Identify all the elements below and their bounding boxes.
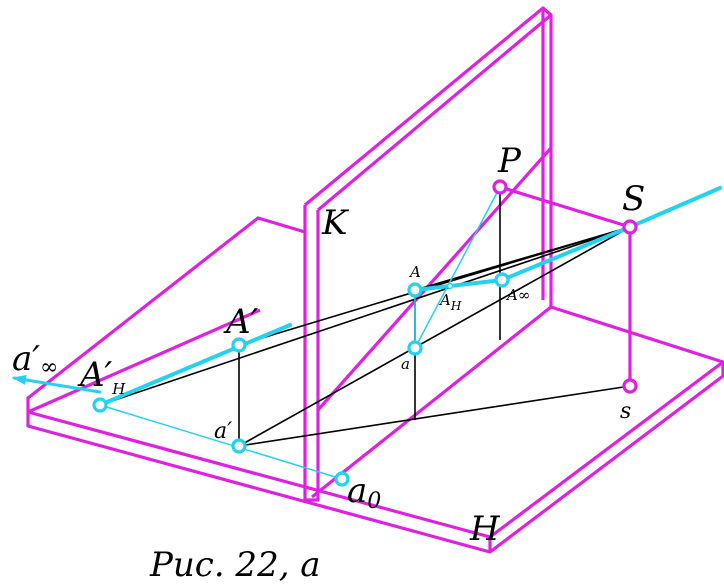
- label-H: H: [469, 509, 501, 549]
- plane-left-vertical: [26, 216, 306, 412]
- label-a: a: [401, 355, 410, 373]
- picture-plane-P: [316, 146, 632, 412]
- label-S: S: [622, 179, 645, 219]
- point-S: [622, 219, 638, 235]
- label-P: P: [497, 141, 522, 181]
- construction-lines: [99, 187, 631, 447]
- label-a-inf-prime: a′∞: [12, 339, 58, 380]
- point-s: [622, 378, 638, 394]
- points: [92, 179, 638, 487]
- label-A-H-prime: A′H: [77, 355, 126, 398]
- cyan-rays: [12, 186, 722, 407]
- label-a0: a0: [347, 471, 381, 514]
- point-A: [407, 282, 423, 298]
- label-A-H: AH: [438, 291, 462, 313]
- label-A-prime: A′: [223, 302, 259, 342]
- label-A: A: [408, 263, 421, 281]
- point-P: [492, 179, 508, 195]
- point-A-inf: [494, 272, 510, 288]
- label-A-inf: A∞: [505, 286, 530, 304]
- cyan-thin-lines: [99, 186, 501, 480]
- point-A-H-prime: [92, 397, 108, 413]
- point-A-prime: [231, 337, 247, 353]
- label-s: s: [620, 399, 631, 424]
- point-a: [407, 340, 423, 356]
- point-a0: [334, 471, 350, 487]
- label-a-prime: a′: [214, 419, 232, 444]
- plane-K: [303, 6, 553, 502]
- label-K: K: [321, 203, 350, 243]
- plane-H: [26, 305, 724, 554]
- figure-caption: Рис. 22, а: [149, 545, 321, 584]
- point-A-H: [446, 282, 454, 290]
- point-a-prime: [231, 438, 247, 454]
